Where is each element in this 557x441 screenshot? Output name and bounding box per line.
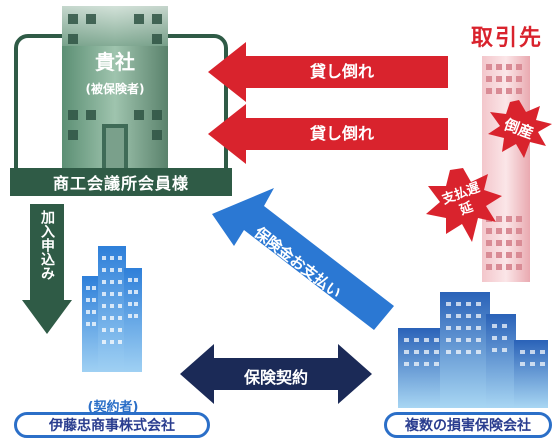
bad-debt-label-1: 貸し倒れ [309, 62, 374, 81]
insurers-building [398, 292, 548, 408]
bad-debt-arrow-2 [208, 104, 448, 164]
payout-arrow [202, 178, 402, 338]
company-name: 貴社 [95, 50, 135, 74]
contractor-name: 伊藤忠商事株式会社 [14, 412, 210, 438]
partner-title: 取引先 [470, 26, 543, 51]
contractor-building [82, 246, 142, 372]
member-label: 商工会議所会員様 [10, 168, 232, 196]
contract-label: 保険契約 [243, 368, 308, 387]
contractor-role: (契約者) [87, 400, 139, 415]
enroll-label: 加入申込み [39, 210, 55, 280]
insurers-name: 複数の損害保険会社 [384, 412, 552, 438]
bad-debt-arrow-1 [208, 42, 448, 102]
delay-burst-icon [424, 168, 502, 242]
enroll-arrow [22, 204, 72, 334]
bad-debt-label-2: 貸し倒れ [309, 124, 374, 143]
contract-arrow [180, 344, 372, 404]
partner-building [472, 56, 542, 282]
bankrupt-burst-icon [486, 100, 552, 158]
company-building [62, 6, 168, 172]
company-sub: (被保険者) [85, 82, 145, 96]
